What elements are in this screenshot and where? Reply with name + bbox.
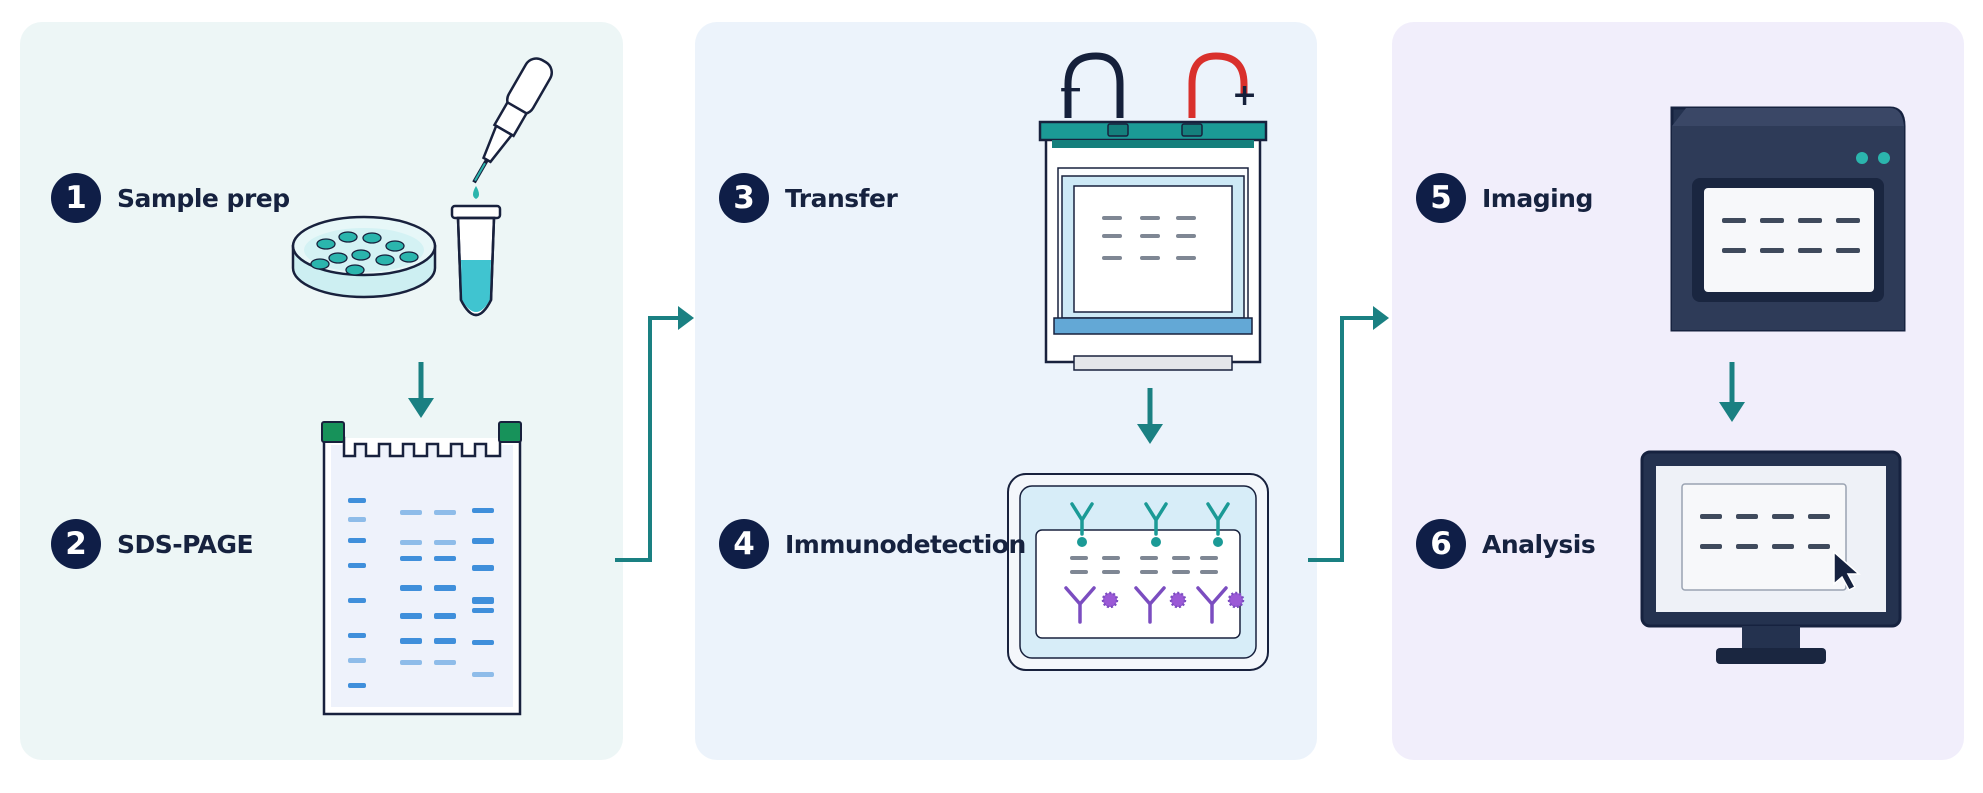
- connector-arrow-2: [1308, 306, 1389, 562]
- petri-dish-icon: [291, 215, 437, 299]
- step-3-label: Transfer: [785, 183, 898, 213]
- step-2: 2 SDS-PAGE: [51, 518, 254, 570]
- negative-electrode-label: −: [1058, 72, 1084, 107]
- step-3: 3 Transfer: [719, 172, 898, 224]
- step-5: 5 Imaging: [1416, 172, 1593, 224]
- pipette-icon: [472, 57, 553, 184]
- connector-arrow-1: [615, 306, 694, 562]
- step-4-badge: 4: [719, 519, 769, 569]
- step-5-label: Imaging: [1482, 183, 1593, 213]
- step-5-badge: 5: [1416, 173, 1466, 223]
- incubation-tray-icon: [1007, 473, 1269, 671]
- step-6: 6 Analysis: [1416, 518, 1596, 570]
- step-6-badge: 6: [1416, 519, 1466, 569]
- step-3-badge: 3: [719, 173, 769, 223]
- gel-icon: [321, 421, 522, 716]
- panel-1: [20, 22, 623, 760]
- tube-icon: [450, 204, 502, 317]
- down-arrow-2: [1137, 388, 1163, 444]
- step-1-label: Sample prep: [117, 183, 290, 213]
- droplet-icon: [473, 186, 479, 199]
- positive-electrode-label: +: [1232, 78, 1258, 113]
- cursor-icon: [1833, 550, 1861, 591]
- monitor-icon: [1640, 450, 1902, 664]
- step-4-label: Immunodetection: [785, 529, 1026, 559]
- down-arrow-1: [408, 362, 434, 418]
- step-6-label: Analysis: [1482, 529, 1596, 559]
- step-2-badge: 2: [51, 519, 101, 569]
- step-1-badge: 1: [51, 173, 101, 223]
- step-1: 1 Sample prep: [51, 172, 290, 224]
- step-4: 4 Immunodetection: [719, 518, 1026, 570]
- step-2-label: SDS-PAGE: [117, 529, 254, 559]
- down-arrow-3: [1719, 362, 1745, 422]
- imager-icon: [1670, 106, 1906, 332]
- transfer-tank-icon: [1038, 52, 1268, 371]
